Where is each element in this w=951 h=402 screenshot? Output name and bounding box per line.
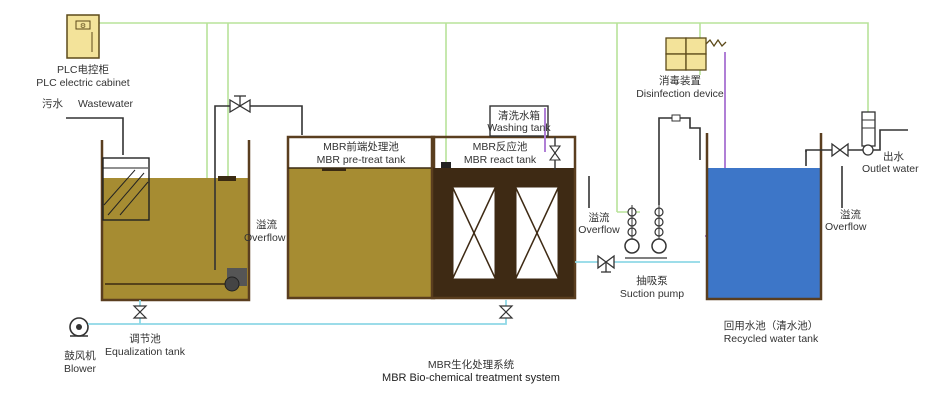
washing-label-en: Washing tank <box>487 122 551 134</box>
equalization-tank <box>100 140 251 302</box>
pretreat-label-en: MBR pre-treat tank <box>316 154 406 166</box>
plc-cabinet: ⚙ <box>66 14 100 59</box>
suction-label-en: Suction pump <box>619 288 685 300</box>
overflow3-label-en: Overflow <box>825 221 867 233</box>
lift-pipe <box>214 105 303 270</box>
diagram-title-zh: MBR生化处理系统 <box>427 359 515 371</box>
washing-label-zh: 清洗水箱 <box>498 110 540 122</box>
disinfection-device <box>665 37 727 71</box>
air-valve-2 <box>498 305 514 319</box>
react-tank <box>430 135 577 300</box>
plc-label-zh: PLC电控柜 <box>57 64 109 76</box>
suction-label-zh: 抽吸泵 <box>636 275 668 287</box>
equalization-label-en: Equalization tank <box>105 346 185 358</box>
pretreat-label-zh: MBR前端处理池 <box>323 141 399 153</box>
outlet-pump-assembly <box>805 111 908 166</box>
outlet-label-zh: 出水 <box>883 151 904 163</box>
control-signal-lines <box>95 22 869 271</box>
air-line <box>88 300 507 325</box>
washing-tank <box>489 105 562 170</box>
disinfection-label-en: Disinfection device <box>636 88 724 100</box>
recycled-label-en: Recycled water tank <box>723 333 819 345</box>
wastewater-label-zh: 污水 <box>42 98 63 110</box>
blower <box>69 317 89 337</box>
disinfection-label-zh: 消毒装置 <box>659 75 701 87</box>
overflow1-label-en: Overflow <box>244 232 286 244</box>
lift-valve <box>229 95 251 114</box>
plc-label-en: PLC electric cabinet <box>36 77 130 89</box>
equalization-label-zh: 调节池 <box>129 333 161 345</box>
air-valve-1 <box>132 305 148 319</box>
recycled-label-zh: 回用水池（清水池） <box>723 320 819 332</box>
overflow2-label-zh: 溢流 <box>588 212 610 224</box>
wastewater-inlet-pipe <box>66 117 124 155</box>
pretreat-tank <box>286 135 436 300</box>
suction-pump-system <box>575 114 701 273</box>
recycled-water-tank <box>705 133 823 301</box>
svg-text:⚙: ⚙ <box>80 22 86 30</box>
react-label-en: MBR react tank <box>463 154 537 166</box>
diagram-title-en: MBR Bio-chemical treatment system <box>382 372 560 384</box>
overflow3-label-zh: 溢流 <box>840 209 861 221</box>
wastewater-label-en: Wastewater <box>78 98 134 110</box>
overflow1-label-zh: 溢流 <box>256 219 277 231</box>
blower-label-zh: 鼓风机 <box>64 350 96 362</box>
overflow2-label-en: Overflow <box>578 224 620 236</box>
react-label-zh: MBR反应池 <box>472 141 528 153</box>
blower-label-en: Blower <box>63 363 97 375</box>
outlet-label-en: Outlet water <box>862 163 919 175</box>
